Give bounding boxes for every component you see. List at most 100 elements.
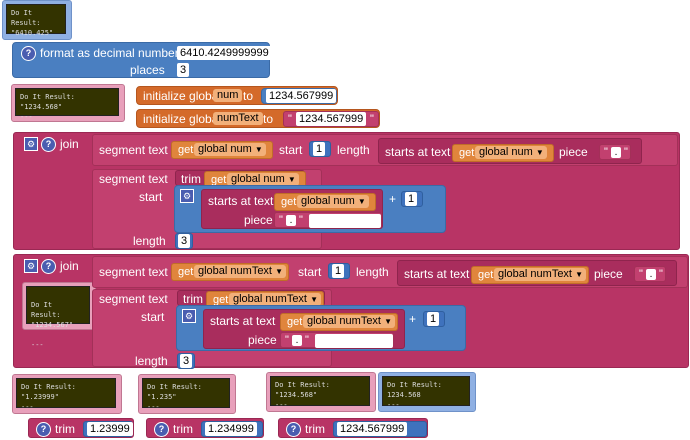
starts-at-block[interactable]: starts at text get global numText▼ piece…	[397, 260, 677, 286]
result-dots: ---	[275, 401, 288, 409]
get-block[interactable]: get global num▼	[171, 141, 273, 159]
init-numText-string-block[interactable]: " 1234.567999 "	[283, 111, 379, 127]
trim-block-3[interactable]: ? trim 1234.567999	[278, 418, 428, 438]
length-number-block[interactable]: 3	[175, 233, 193, 249]
piece-chip[interactable]: .	[292, 335, 302, 346]
piece-string-block[interactable]: " . "	[634, 266, 666, 282]
length-number-block[interactable]: 3	[177, 353, 195, 369]
chevron-down-icon: ▼	[384, 317, 392, 326]
add-block[interactable]: ⚙ starts at text get global numText▼ pie…	[176, 305, 466, 351]
quote-open: "	[639, 268, 643, 280]
gear-icon[interactable]: ⚙	[180, 189, 194, 203]
trim-block-2[interactable]: ? trim 1.234999	[146, 418, 264, 438]
chevron-down-icon: ▼	[287, 175, 296, 184]
trim-number-block[interactable]: 1234.567999	[333, 421, 427, 437]
format-number-value[interactable]: 6410.4249999999	[177, 46, 272, 60]
gear-icon[interactable]: ⚙	[24, 259, 38, 273]
starts-at-block[interactable]: starts at text get global numText▼ piece…	[203, 309, 405, 349]
trim-label: trim	[173, 422, 193, 436]
piece-chip[interactable]: .	[611, 147, 621, 158]
var-dropdown[interactable]: global numText▼	[194, 265, 286, 278]
var-dropdown[interactable]: global numText▼	[229, 293, 321, 306]
var-dropdown[interactable]: global num▼	[475, 146, 547, 159]
var-dropdown[interactable]: global numText▼	[303, 315, 395, 328]
plus-number-block[interactable]: 1	[423, 311, 445, 327]
trim-block-1[interactable]: ? trim 1.23999	[28, 418, 134, 438]
result-bubble-trim-1: Do It Result: "1.23999" ---	[12, 374, 122, 414]
result-dots: ---	[147, 403, 160, 411]
plus-number-block[interactable]: 1	[401, 191, 423, 207]
help-icon[interactable]: ?	[21, 46, 36, 61]
gear-icon[interactable]: ⚙	[182, 309, 196, 323]
piece-chip[interactable]: .	[286, 215, 296, 226]
get-block[interactable]: get global numText▼	[280, 313, 398, 331]
segment-block-2[interactable]: segment text trim get global num▼ start …	[92, 169, 322, 249]
segment-block-1[interactable]: segment text get global num▼ start 1 len…	[92, 134, 678, 166]
var-dropdown[interactable]: global num▼	[227, 173, 299, 186]
result-line: Do It Result: "1234.568"	[20, 93, 75, 111]
trim-number-block[interactable]: 1.23999	[83, 421, 133, 437]
initialize-global-numText[interactable]: initialize global numText to " 1234.5679…	[136, 109, 380, 128]
help-icon[interactable]: ?	[36, 422, 51, 437]
add-block[interactable]: ⚙ starts at text get global num▼ piece "…	[174, 185, 446, 233]
init-num-value[interactable]: 1234.567999	[266, 89, 337, 103]
start-value[interactable]: 1	[313, 142, 326, 156]
piece-chip[interactable]: .	[646, 269, 656, 280]
result-dots: ---	[31, 341, 44, 349]
var-dropdown[interactable]: global numText▼	[494, 268, 586, 281]
result-dots: ---	[387, 401, 400, 409]
gear-icon[interactable]: ⚙	[24, 137, 38, 151]
init-var-num[interactable]: num	[213, 89, 243, 102]
chevron-down-icon: ▼	[275, 267, 283, 276]
places-value[interactable]: 3	[177, 63, 190, 77]
help-icon[interactable]: ?	[286, 422, 301, 437]
segment-label: segment text	[99, 143, 168, 157]
initialize-global-num[interactable]: initialize global num to 1234.567999	[136, 86, 338, 105]
quote-close: "	[659, 268, 663, 280]
starts-at-block[interactable]: starts at text get global num▼ piece " .…	[201, 189, 383, 229]
length-value[interactable]: 3	[180, 354, 193, 368]
get-label: get	[213, 294, 229, 306]
starts-at-block[interactable]: starts at text get global num▼ piece " .…	[378, 138, 642, 164]
quote-close: "	[299, 214, 303, 226]
var-dropdown[interactable]: global num▼	[297, 195, 369, 208]
help-icon[interactable]: ?	[41, 259, 56, 274]
trim-value[interactable]: 1234.567999	[337, 422, 408, 436]
trim-block[interactable]: trim get global num▼	[175, 170, 306, 189]
get-block[interactable]: get global numText▼	[471, 266, 589, 284]
length-value[interactable]: 3	[178, 234, 191, 248]
join-block-num[interactable]: ⚙ ? join segment text get global num▼ st…	[13, 132, 680, 250]
start-number-block[interactable]: 1	[328, 263, 350, 279]
help-icon[interactable]: ?	[41, 137, 56, 152]
trim-value[interactable]: 1.23999	[87, 422, 133, 436]
init-var-numText[interactable]: numText	[213, 112, 263, 125]
start-value[interactable]: 1	[332, 264, 345, 278]
init-num-value-block[interactable]: 1234.567999	[261, 88, 337, 104]
plus-value[interactable]: 1	[405, 192, 418, 206]
var-dropdown[interactable]: global num▼	[194, 143, 266, 156]
piece-string-block[interactable]: " . "	[599, 144, 631, 160]
piece-string-block[interactable]: " . "	[274, 212, 382, 228]
trim-number-block[interactable]: 1.234999	[201, 421, 263, 437]
start-number-block[interactable]: 1	[309, 141, 331, 157]
get-label: get	[178, 144, 194, 156]
result-text-format: Do It Result: "6410.425" ---	[6, 4, 66, 47]
join-block-numText[interactable]: ⚙ ? join Do It Result: "1234.567" --- se…	[13, 254, 689, 369]
trim-value[interactable]: 1.234999	[205, 422, 257, 436]
plus-value[interactable]: 1	[427, 312, 440, 326]
result-line: Do It Result: "1.235"	[147, 383, 202, 401]
format-decimal-block[interactable]: ? format as decimal number 6410.42499999…	[12, 42, 272, 78]
help-icon[interactable]: ?	[154, 422, 169, 437]
get-block[interactable]: get global num▼	[274, 193, 376, 211]
segment-block-1[interactable]: segment text get global numText▼ start 1…	[92, 256, 688, 288]
get-block[interactable]: get global numText▼	[171, 263, 289, 281]
trim-block[interactable]: trim get global numText▼	[177, 290, 325, 309]
init-numText-value[interactable]: 1234.567999	[296, 112, 367, 126]
result-bubble-join: Do It Result: "1234.567" ---	[22, 282, 96, 349]
var-name: global numText	[307, 315, 381, 327]
result-line: Do It Result: "1234.567"	[31, 301, 74, 329]
piece-string-block[interactable]: " . "	[280, 332, 394, 348]
result-text-trim-2: Do It Result: "1.235" ---	[142, 378, 230, 411]
get-block[interactable]: get global num▼	[452, 144, 554, 162]
trim-label: trim	[55, 422, 75, 436]
